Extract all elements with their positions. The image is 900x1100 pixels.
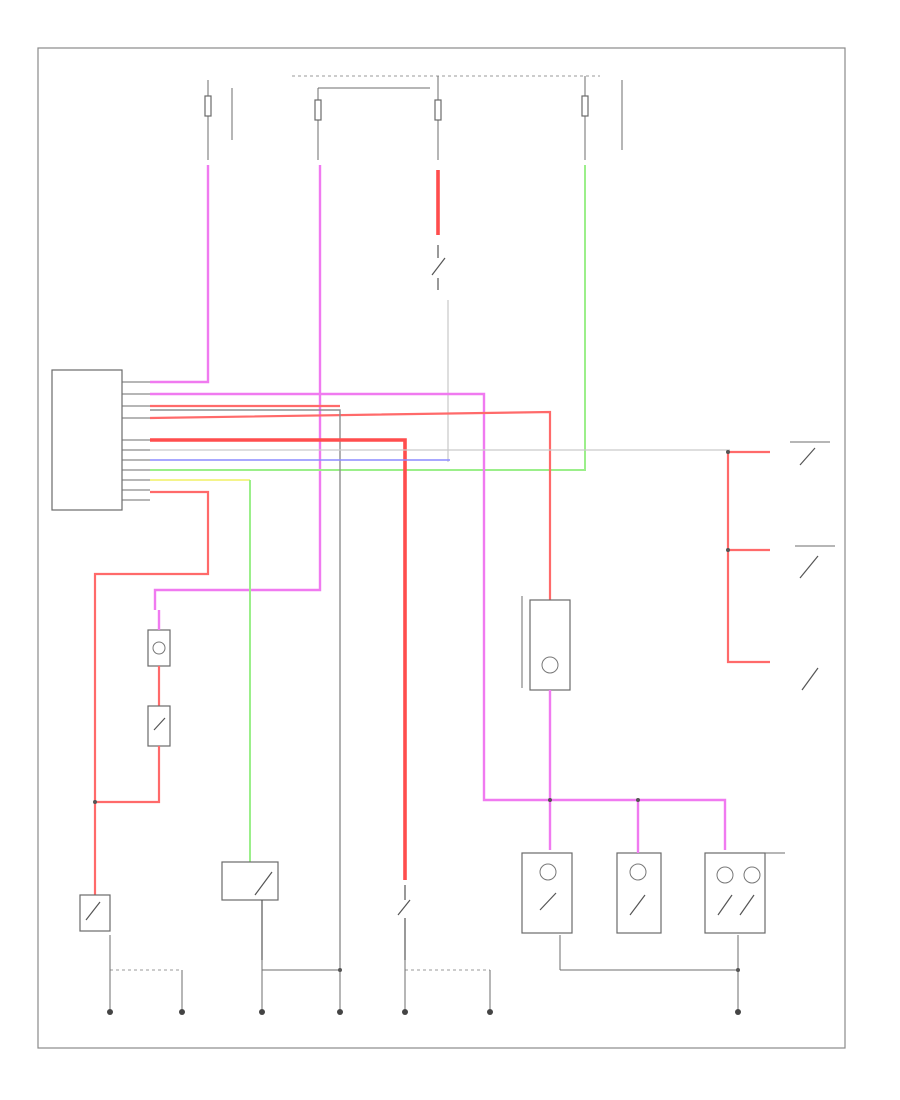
door-switch-left bbox=[147, 705, 171, 747]
junction-dot-5 bbox=[726, 450, 730, 454]
wire-fuse4-green bbox=[150, 165, 586, 471]
center-lamp bbox=[521, 596, 571, 691]
lamp-box-3 bbox=[704, 852, 785, 934]
ground-symbol-6 bbox=[487, 1009, 493, 1015]
wire-module-red-2 bbox=[149, 410, 552, 600]
control-module bbox=[51, 369, 123, 511]
ground-symbol-2 bbox=[179, 1009, 185, 1015]
junction-dot-4 bbox=[726, 548, 730, 552]
junction-dot-6 bbox=[338, 968, 342, 972]
wire-module-gray bbox=[150, 409, 341, 960]
wire-module-red-3 bbox=[150, 438, 407, 880]
lamp-box-2 bbox=[616, 852, 662, 934]
ground-symbol-3 bbox=[259, 1009, 265, 1015]
junction-dot-3 bbox=[636, 798, 640, 802]
fuse-4 bbox=[581, 76, 623, 160]
right-switch-top bbox=[790, 441, 830, 466]
junction-dot-7 bbox=[736, 968, 740, 972]
ground-symbol-1 bbox=[107, 1009, 113, 1015]
wire-right-red bbox=[726, 452, 770, 664]
right-switch-bottom bbox=[801, 667, 819, 691]
switch-passenger-door bbox=[397, 885, 411, 960]
fuse-1 bbox=[204, 80, 233, 160]
junction-dot-2 bbox=[548, 798, 552, 802]
wire-module-pink-1 bbox=[150, 392, 727, 850]
diagram-frame bbox=[37, 47, 846, 1049]
wire-fuse1-pink bbox=[150, 165, 210, 384]
ground-symbol-7 bbox=[735, 1009, 741, 1015]
trunk-switch bbox=[431, 245, 446, 290]
junction-dot-1 bbox=[93, 800, 97, 804]
wire-fuse2-pink bbox=[153, 165, 322, 610]
ground-symbol-4 bbox=[337, 1009, 343, 1015]
switch-bottom-left bbox=[79, 894, 111, 932]
right-switch-mid bbox=[795, 545, 835, 579]
ground-symbol-5 bbox=[402, 1009, 408, 1015]
wire-module-red-4 bbox=[93, 490, 210, 895]
fuse-3 bbox=[434, 76, 442, 160]
switch-driver-door bbox=[221, 861, 279, 960]
wire-left-red-bus bbox=[95, 746, 161, 804]
module-pins bbox=[122, 381, 150, 501]
fuse-2 bbox=[314, 87, 430, 160]
dome-lamp-switch bbox=[147, 629, 171, 667]
lamp-box-1 bbox=[521, 852, 573, 934]
